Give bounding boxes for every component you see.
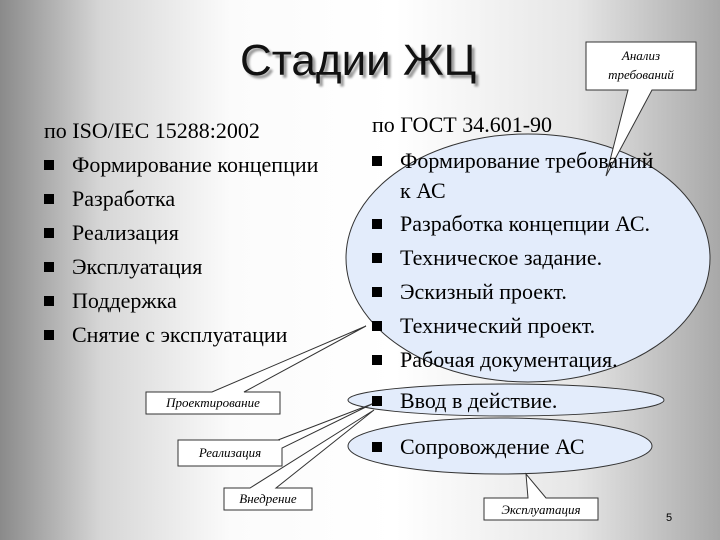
left-item-development: Разработка — [44, 186, 175, 212]
left-item-implementation: Реализация — [44, 220, 179, 246]
bullet-icon — [44, 228, 54, 238]
operation-callout-box — [483, 472, 599, 521]
right-column-heading: по ГОСТ 34.601-90 — [372, 112, 553, 137]
implementation-callout-box — [177, 403, 373, 467]
left-item-retirement: Снятие с эксплуатации — [44, 322, 287, 348]
bullet-icon — [44, 296, 54, 306]
right-item-requirements-line2: к АС — [400, 178, 446, 203]
analysis-callout-label-line2: требований — [608, 67, 674, 82]
deployment-callout-label: Внедрение — [239, 491, 297, 506]
bullet-icon — [44, 262, 54, 272]
right-item-concept: Разработка концепции АС. — [372, 211, 650, 237]
design-callout-label: Проектирование — [166, 395, 260, 410]
bullet-icon — [44, 330, 54, 340]
left-item-operation: Эксплуатация — [44, 254, 202, 280]
design-ellipse — [345, 133, 711, 383]
bullet-icon — [372, 219, 382, 229]
design-callout-box — [145, 325, 367, 415]
bullet-icon — [44, 194, 54, 204]
bullet-icon — [372, 396, 382, 406]
left-item-support: Поддержка — [44, 288, 177, 314]
left-column-heading: по ISO/IEC 15288:2002 — [44, 118, 260, 143]
page-number: 5 — [666, 512, 673, 524]
implementation-callout-label: Реализация — [198, 445, 262, 460]
analysis-callout-box — [585, 41, 697, 177]
bullet-icon — [372, 253, 382, 263]
bullet-icon — [372, 355, 382, 365]
right-item-maintenance: Сопровождение АС — [372, 434, 585, 460]
slide-title: Стадии ЖЦ — [240, 36, 477, 85]
right-item-commissioning: Ввод в действие. — [372, 388, 557, 414]
bullet-icon — [372, 321, 382, 331]
right-item-requirements: Формирование требований — [372, 148, 653, 174]
bullet-icon — [372, 287, 382, 297]
deployment-ellipse — [347, 383, 665, 417]
bullet-icon — [372, 442, 382, 452]
right-item-tech-project: Технический проект. — [372, 313, 595, 339]
right-item-sketch: Эскизный проект. — [372, 279, 567, 305]
right-item-tech-task: Техническое задание. — [372, 245, 602, 271]
right-item-working-docs: Рабочая документация. — [372, 347, 618, 373]
analysis-callout-label-line1: Анализ — [621, 48, 661, 63]
bullet-icon — [372, 156, 382, 166]
bullet-icon — [44, 160, 54, 170]
deployment-callout-box — [223, 409, 375, 511]
operation-callout-label: Эксплуатация — [501, 502, 581, 517]
support-ellipse — [347, 417, 653, 475]
left-item-concept: Формирование концепции — [44, 152, 318, 178]
